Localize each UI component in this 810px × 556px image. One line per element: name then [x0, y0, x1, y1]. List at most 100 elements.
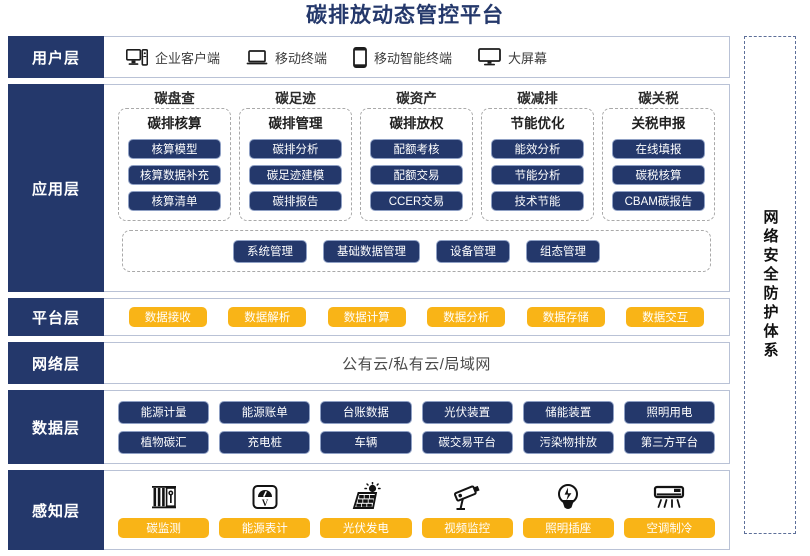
app-group-box: 碳排放权 配额考核 配额交易 CCER交易: [360, 108, 473, 221]
layer-user: 用户层: [8, 36, 730, 78]
data-pill[interactable]: 能源账单: [219, 400, 311, 424]
app-group-carbon-reduction: 碳减排 节能优化 能效分析 节能分析 技术节能: [481, 91, 594, 221]
user-terminal-smart-mobile[interactable]: 移动智能终端: [353, 46, 453, 68]
data-pill[interactable]: 储能装置: [522, 400, 614, 424]
layer-label-network: 网络层: [8, 342, 104, 384]
architecture-diagram: 碳排放动态管控平台 用户层: [8, 4, 796, 550]
user-terminal-label: 移动智能终端: [374, 50, 453, 66]
data-pill[interactable]: 第三方平台: [623, 430, 716, 454]
layer-application: 应用层 碳盘查 碳排核算 核算模型 核算数据补充 核算清单 碳足迹: [8, 84, 730, 292]
platform-pill[interactable]: 数据计算: [327, 307, 406, 327]
app-feature-pill[interactable]: CCER交易: [370, 191, 463, 211]
data-pill[interactable]: 植物碳汇: [118, 430, 210, 454]
data-pill[interactable]: 污染物排放: [522, 430, 614, 454]
app-feature-pill[interactable]: 核算数据补充: [128, 165, 221, 185]
energy-meter-icon: V: [250, 480, 280, 514]
app-group-subtitle: 碳排核算: [147, 116, 202, 131]
app-group-title: 碳关税: [602, 91, 715, 107]
app-group-box: 碳排管理 碳排分析 碳足迹建模 碳排报告: [239, 108, 352, 221]
layer-body-data: 能源计量 能源账单 台账数据 光伏装置 储能装置 照明用电 植物碳汇 充电桩 车…: [104, 391, 729, 463]
app-group-title: 碳资产: [360, 91, 473, 107]
layer-sense: 感知层: [8, 470, 730, 550]
data-pill[interactable]: 充电桩: [219, 430, 311, 454]
layer-body-network: 公有云/私有云/局域网: [104, 343, 729, 383]
sense-pill[interactable]: 能源表计: [219, 518, 311, 538]
user-terminal-label: 企业客户端: [155, 50, 221, 66]
app-group-subtitle: 关税申报: [631, 116, 686, 131]
app-group-carbon-inventory: 碳盘查 碳排核算 核算模型 核算数据补充 核算清单: [118, 91, 231, 221]
platform-pill[interactable]: 数据分析: [427, 307, 506, 327]
data-pill[interactable]: 碳交易平台: [421, 430, 513, 454]
layer-network: 网络层 公有云/私有云/局域网: [8, 342, 730, 384]
layer-body-sense: V: [104, 471, 729, 549]
network-security-label: 网络安全防护体系: [761, 209, 779, 361]
app-feature-pill[interactable]: 配额考核: [370, 139, 463, 159]
sense-label-row: 碳监测 能源表计 光伏发电 视频监控 照明插座 空调制冷: [118, 518, 716, 538]
management-pill[interactable]: 设备管理: [436, 239, 510, 263]
platform-pill[interactable]: 数据解析: [228, 307, 307, 327]
app-feature-pill[interactable]: 碳税核算: [612, 165, 705, 185]
app-feature-pill[interactable]: 核算清单: [128, 191, 221, 211]
platform-pill[interactable]: 数据存储: [526, 307, 605, 327]
air-conditioner-icon: [652, 480, 686, 514]
app-feature-pill[interactable]: 在线填报: [612, 139, 705, 159]
app-feature-pill[interactable]: CBAM碳报告: [612, 191, 705, 211]
app-group-title: 碳减排: [481, 91, 594, 107]
app-feature-pill[interactable]: 核算模型: [128, 139, 221, 159]
data-pill[interactable]: 能源计量: [118, 400, 210, 424]
app-group-box: 碳排核算 核算模型 核算数据补充 核算清单: [118, 108, 231, 221]
sense-pill[interactable]: 碳监测: [118, 518, 210, 538]
platform-pill[interactable]: 数据交互: [626, 307, 705, 327]
platform-pill[interactable]: 数据接收: [128, 307, 207, 327]
sense-icon-cell: [320, 480, 411, 514]
light-bulb-icon: [555, 480, 581, 514]
user-terminal-mobile[interactable]: 移动终端: [246, 48, 327, 67]
network-description: 公有云/私有云/局域网: [342, 355, 491, 373]
sense-pill[interactable]: 光伏发电: [320, 518, 412, 538]
data-pill[interactable]: 台账数据: [320, 400, 412, 424]
page-title: 碳排放动态管控平台: [306, 4, 504, 27]
sense-pill[interactable]: 空调制冷: [623, 518, 716, 538]
app-group-title: 碳盘查: [118, 91, 231, 107]
layer-label-sense: 感知层: [8, 470, 104, 550]
app-feature-pill[interactable]: 能效分析: [491, 139, 584, 159]
sense-pill[interactable]: 视频监控: [421, 518, 513, 538]
management-pill[interactable]: 基础数据管理: [323, 239, 420, 263]
app-group-title: 碳足迹: [239, 91, 352, 107]
data-pill[interactable]: 照明用电: [623, 400, 716, 424]
sense-icon-cell: [523, 480, 614, 514]
layer-body-application: 碳盘查 碳排核算 核算模型 核算数据补充 核算清单 碳足迹 碳排管理 碳排分析: [104, 85, 729, 291]
data-pill[interactable]: 车辆: [320, 430, 412, 454]
app-feature-pill[interactable]: 节能分析: [491, 165, 584, 185]
app-group-carbon-asset: 碳资产 碳排放权 配额考核 配额交易 CCER交易: [360, 91, 473, 221]
data-pill[interactable]: 光伏装置: [421, 400, 513, 424]
application-group-list: 碳盘查 碳排核算 核算模型 核算数据补充 核算清单 碳足迹 碳排管理 碳排分析: [114, 91, 719, 221]
management-pill[interactable]: 组态管理: [526, 239, 600, 263]
sense-icon-cell: [118, 480, 209, 514]
smartphone-icon: [353, 46, 367, 68]
app-feature-pill[interactable]: 碳排报告: [249, 191, 342, 211]
layer-label-user: 用户层: [8, 36, 104, 78]
carbon-monitor-icon: [149, 480, 179, 514]
app-feature-pill[interactable]: 碳排分析: [249, 139, 342, 159]
solar-panel-icon: [350, 480, 382, 514]
data-row-2: 植物碳汇 充电桩 车辆 碳交易平台 污染物排放 第三方平台: [118, 430, 716, 454]
layer-platform: 平台层 数据接收 数据解析 数据计算 数据分析 数据存储 数据交互: [8, 298, 730, 336]
user-terminal-big-screen[interactable]: 大屏幕: [478, 48, 547, 67]
app-feature-pill[interactable]: 碳足迹建模: [249, 165, 342, 185]
app-group-subtitle: 碳排放权: [389, 116, 444, 131]
app-feature-pill[interactable]: 配额交易: [370, 165, 463, 185]
sense-icon-cell: [624, 480, 715, 514]
data-row-1: 能源计量 能源账单 台账数据 光伏装置 储能装置 照明用电: [118, 400, 716, 424]
app-feature-pill[interactable]: 技术节能: [491, 191, 584, 211]
monitor-icon: [478, 48, 501, 66]
application-management-box: 系统管理 基础数据管理 设备管理 组态管理: [122, 230, 711, 272]
cctv-camera-icon: [451, 480, 483, 514]
app-group-subtitle: 节能优化: [510, 116, 565, 131]
user-terminal-enterprise-client[interactable]: 企业客户端: [126, 48, 220, 67]
layer-body-platform: 数据接收 数据解析 数据计算 数据分析 数据存储 数据交互: [104, 299, 729, 335]
sense-icon-cell: [422, 480, 513, 514]
sense-pill[interactable]: 照明插座: [522, 518, 614, 538]
network-security-system-column: 网络安全防护体系: [744, 36, 796, 534]
management-pill[interactable]: 系统管理: [233, 239, 307, 263]
